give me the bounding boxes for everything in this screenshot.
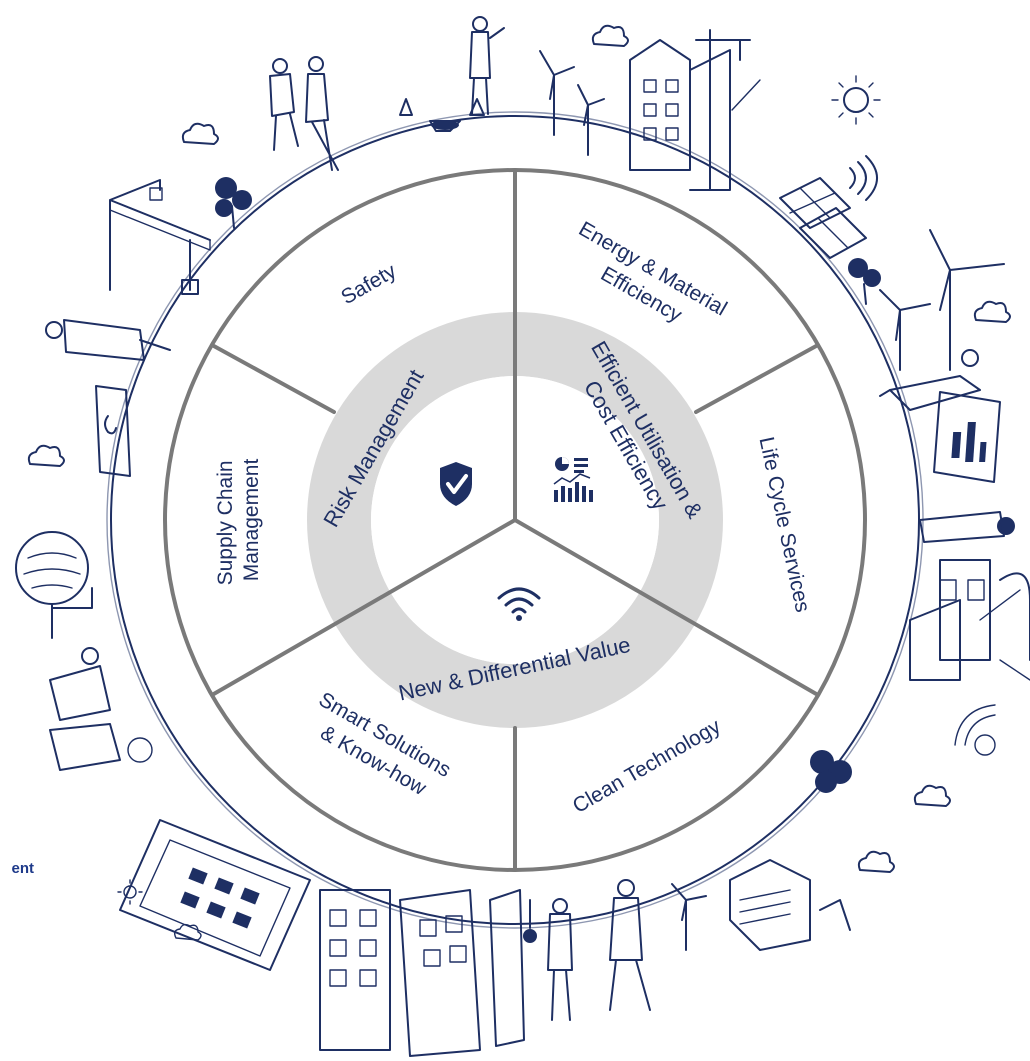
- worker-icon: [919, 511, 1015, 543]
- tablet-icon: [933, 391, 1001, 483]
- tree-icon: [215, 177, 252, 229]
- cloud-icon: [27, 444, 65, 467]
- tree-icon: [810, 750, 852, 793]
- worker-icon: [547, 898, 573, 1021]
- segment-dividers: [210, 343, 820, 872]
- cloud-icon: [857, 850, 895, 873]
- side-label-text: ent: [11, 860, 35, 877]
- tablet-icon: [119, 819, 311, 971]
- wind-turbine-icon: [539, 50, 605, 156]
- cloud-icon: [973, 300, 1011, 323]
- illustration-ring: [15, 16, 1030, 1057]
- car-icon: [95, 385, 131, 477]
- cloud-icon: [591, 24, 629, 47]
- segment-label-supply: Supply Chain Management: [214, 455, 263, 586]
- worker-icon: [269, 56, 339, 171]
- worker-icon: [879, 349, 981, 411]
- shield-check-icon: [440, 462, 472, 506]
- signal-icon: [849, 155, 878, 201]
- tree-icon: [848, 258, 881, 305]
- wifi-icon: [497, 587, 541, 621]
- worker-icon: [49, 647, 153, 771]
- solar-panel-icon: [779, 177, 867, 259]
- satellite-dish-icon: [954, 704, 996, 756]
- sector-dividers: [210, 168, 820, 697]
- worker-icon: [45, 319, 171, 361]
- wind-turbine-icon: [671, 883, 707, 951]
- factory-icon: [909, 559, 1030, 681]
- worker-icon: [469, 16, 505, 115]
- building-icon: [629, 29, 761, 191]
- boat-icon: [399, 98, 485, 132]
- side-label-fragment: ent: [0, 856, 35, 882]
- sun-icon: [831, 75, 881, 125]
- wind-turbine-icon: [879, 229, 1005, 371]
- cloud-icon: [913, 784, 951, 807]
- tree-icon: [15, 531, 93, 639]
- cloud-icon: [173, 923, 202, 941]
- wheel: [163, 168, 867, 872]
- worker-icon: [729, 859, 851, 951]
- analytics-chart-icon: [553, 457, 593, 502]
- worker-icon: [609, 879, 651, 1011]
- cloud-icon: [181, 122, 219, 145]
- building-icon: [319, 889, 525, 1057]
- sun-icon: [117, 879, 143, 905]
- boat-icon: [523, 899, 537, 943]
- crane-icon: [109, 179, 211, 295]
